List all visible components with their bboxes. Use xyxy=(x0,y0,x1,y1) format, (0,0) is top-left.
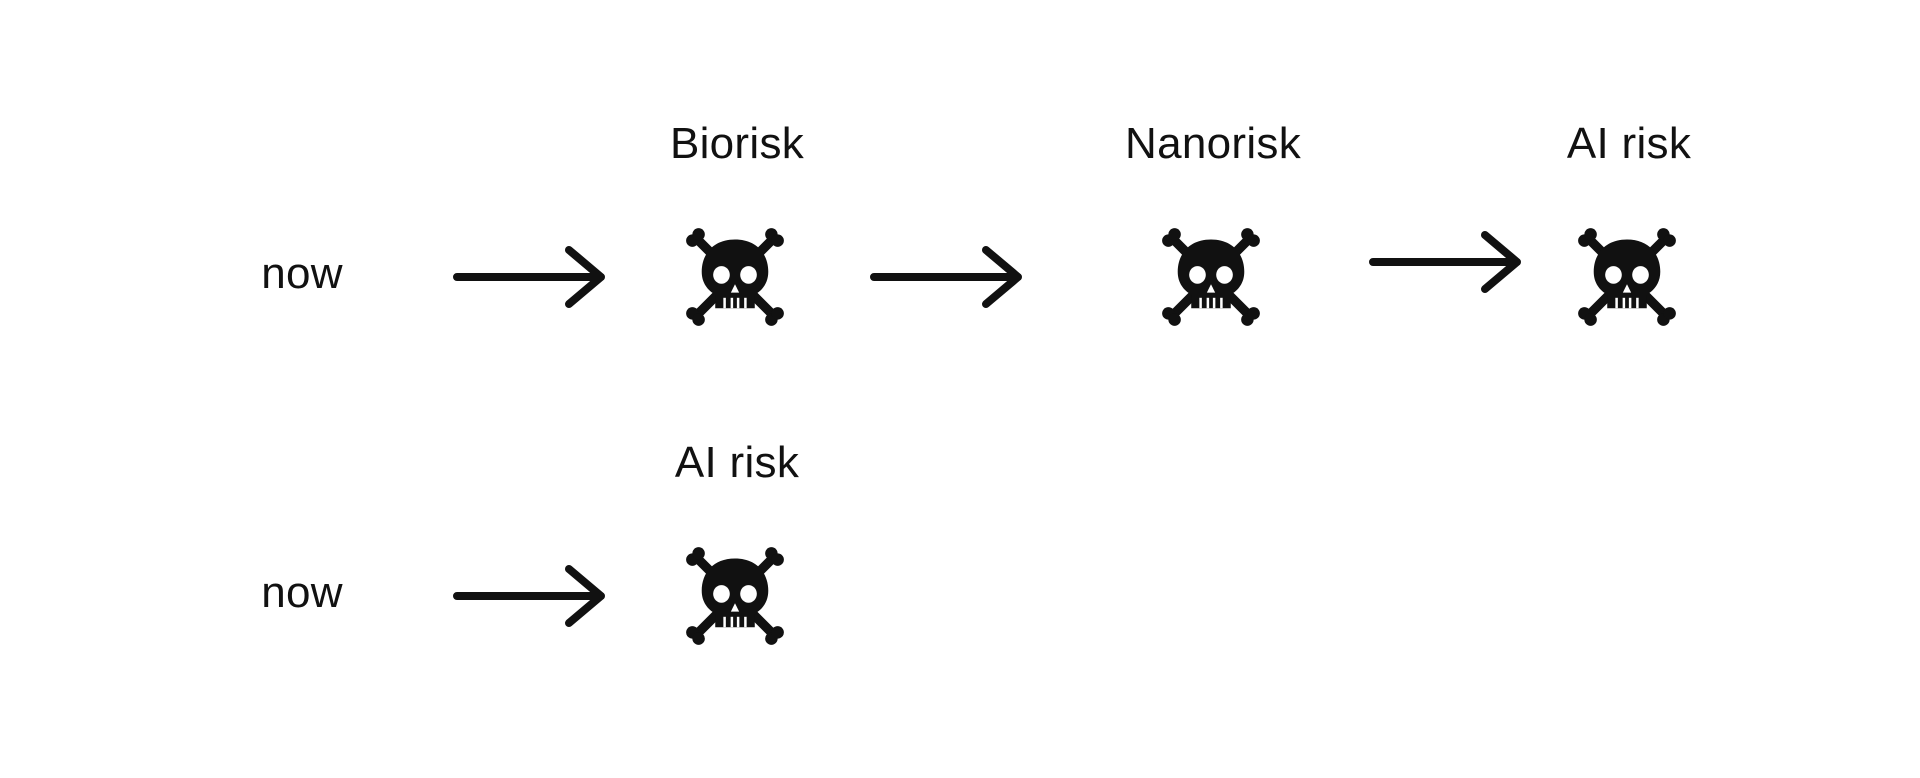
skull-and-crossbones-icon xyxy=(1575,225,1679,329)
arrow-right-icon xyxy=(451,242,611,312)
arrow-right-icon xyxy=(1367,227,1527,297)
step-label: Nanorisk xyxy=(1124,119,1302,168)
arrow-right-icon xyxy=(451,561,611,631)
row-start-label: now xyxy=(261,568,343,617)
arrow-right-icon xyxy=(868,242,1028,312)
skull-and-crossbones-icon xyxy=(683,225,787,329)
skull-and-crossbones-icon xyxy=(1159,225,1263,329)
step-label: Biorisk xyxy=(669,119,805,168)
step-label: AI risk xyxy=(1566,119,1692,168)
step-label: AI risk xyxy=(674,438,800,487)
row-start-label: now xyxy=(261,249,343,298)
skull-and-crossbones-icon xyxy=(683,544,787,648)
